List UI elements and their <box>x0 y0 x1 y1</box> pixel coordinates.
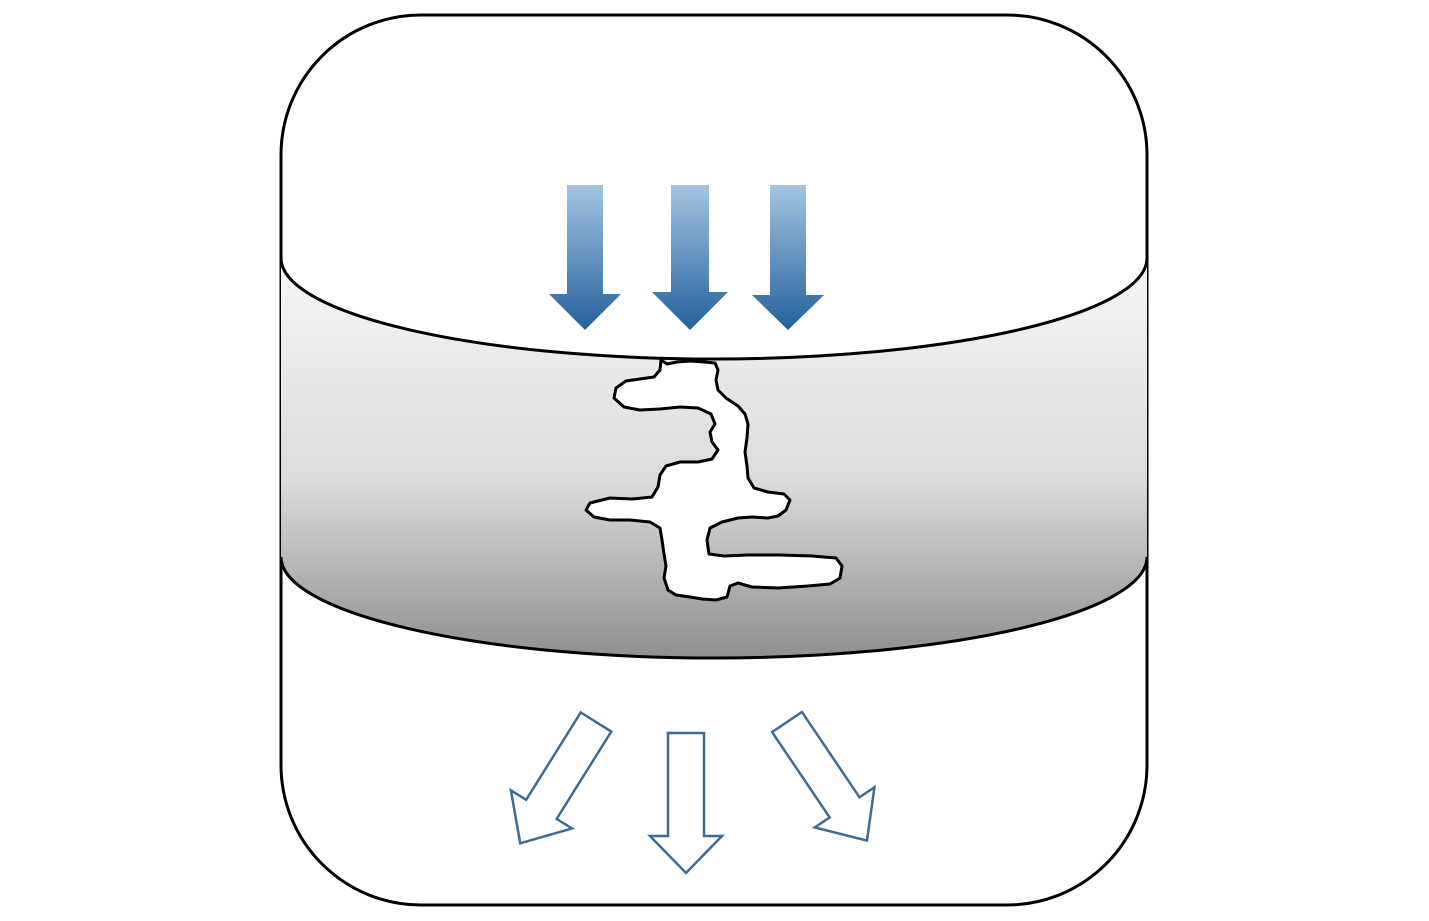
solid-down-arrow-icon <box>549 185 621 330</box>
outline-arrow-icon <box>647 731 725 875</box>
pore-channel-icon <box>584 358 844 602</box>
membrane-bottom-edge <box>279 556 1149 660</box>
solid-down-arrow-icon <box>752 185 824 330</box>
inflow-arrows <box>549 185 824 330</box>
membrane-top-edge <box>279 257 1149 361</box>
solid-down-arrow-icon <box>652 185 728 330</box>
outflow-arrows <box>509 710 877 875</box>
outline-arrow-icon <box>770 710 877 843</box>
outline-arrow-icon <box>509 710 613 845</box>
